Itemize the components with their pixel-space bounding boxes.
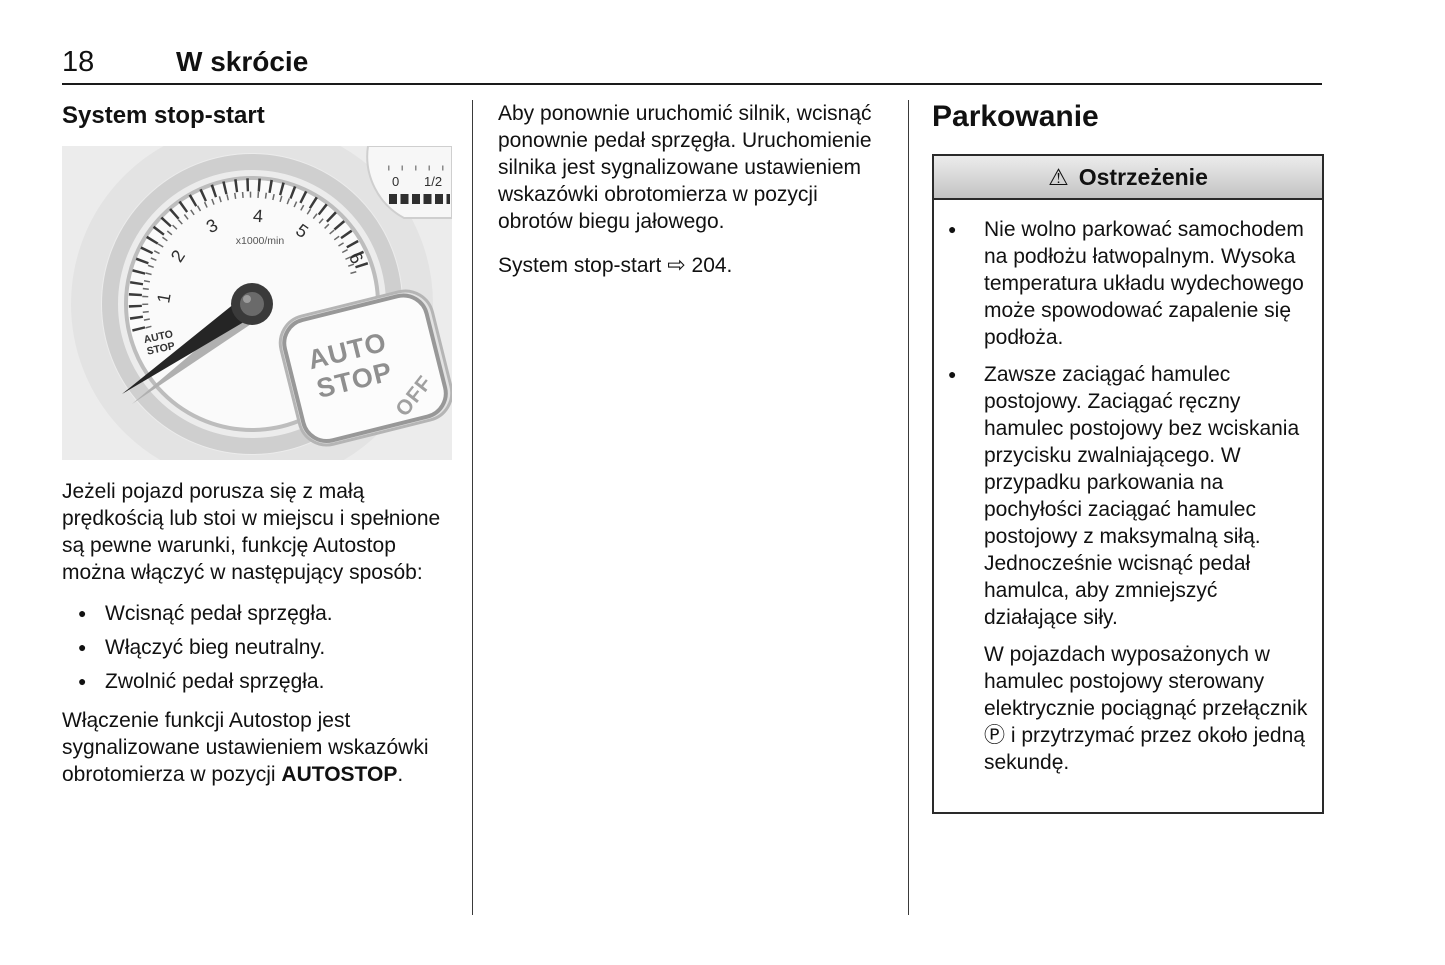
major-tick-ring — [128, 178, 371, 332]
needle-hub-highlight — [243, 295, 251, 303]
bullet-icon: ● — [78, 639, 87, 655]
autostop-button-graphic: AUTO STOP OFF — [278, 289, 452, 447]
page-ref-arrow-icon: ⇨ — [667, 252, 686, 277]
fuel-zero-label: 0 — [392, 174, 399, 189]
paragraph-text: i przytrzymać przez około jedną sekundę. — [984, 724, 1305, 774]
autostop-bold: AUTOSTOP — [281, 763, 398, 786]
list-item: ● Zwolnić pedał sprzęgła. — [62, 668, 454, 695]
bullet-text: Wcisnąć pedał sprzęgła. — [105, 602, 333, 625]
minor-tick-ring — [142, 191, 358, 329]
warning-icon: ⚠ — [1048, 163, 1069, 190]
fuel-half-label: 1/2 — [424, 174, 442, 189]
scale-unit-label: x1000/min — [236, 235, 285, 247]
bullet-icon: ● — [78, 673, 87, 689]
paragraph-text: . — [397, 763, 404, 786]
tachometer-illustration: 0 1/2 1 2 3 4 5 6 x1000/min AUTO STOP — [62, 146, 452, 460]
column-middle: Aby ponownie uruchomić silnik, wcisnąć p… — [498, 100, 884, 293]
paragraph-text: W pojazdach wyposażonych w hamulec posto… — [984, 643, 1308, 720]
bullet-icon: ● — [948, 221, 957, 237]
list-item: ● Włączyć bieg neutralny. — [62, 634, 454, 661]
parking-brake-switch-icon: Ⓟ — [984, 724, 1005, 747]
warning-box: ⚠ Ostrzeżenie ● Nie wolno parkować samoc… — [932, 154, 1324, 814]
column-left: System stop-start 0 1/2 1 2 3 — [62, 100, 454, 802]
paragraph-autostop-signal: Włączenie funkcji Autostop jest sygnaliz… — [62, 707, 454, 788]
warning-paragraph-text: W pojazdach wyposażonych w hamulec posto… — [984, 641, 1312, 776]
section-heading-stop-start: System stop-start — [62, 102, 265, 129]
tachometer-figure: 0 1/2 1 2 3 4 5 6 x1000/min AUTO STOP — [62, 146, 452, 460]
paragraph-text: Włączenie funkcji Autostop jest sygnaliz… — [62, 709, 429, 786]
bullet-icon: ● — [948, 366, 957, 382]
warning-header: ⚠ Ostrzeżenie — [934, 156, 1322, 200]
warning-title: Ostrzeżenie — [1078, 163, 1208, 190]
dial-number-1: 1 — [153, 291, 174, 304]
column-divider-left — [472, 100, 473, 915]
bullet-spacer — [934, 641, 984, 776]
warning-list-item: ● Nie wolno parkować samochodem na podło… — [934, 216, 1312, 351]
page-section-title: W skrócie — [176, 46, 309, 77]
bullet-text: Włączyć bieg neutralny. — [105, 636, 326, 659]
autostop-steps-list: ● Wcisnąć pedał sprzęgła. ● Włączyć bieg… — [62, 600, 454, 695]
dial-number-4: 4 — [252, 206, 263, 227]
header-rule — [62, 83, 1322, 85]
needle-hub-cap — [240, 292, 264, 316]
warning-list-item: ● Zawsze zaciągać hamulec postojowy. Zac… — [934, 361, 1312, 631]
page-reference-number: 204. — [691, 254, 733, 277]
column-divider-right — [908, 100, 909, 915]
list-item: ● Wcisnąć pedał sprzęgła. — [62, 600, 454, 627]
paragraph-restart-engine: Aby ponownie uruchomić silnik, wcisnąć p… — [498, 102, 872, 233]
warning-bullet-text: Nie wolno parkować samochodem na podłożu… — [984, 218, 1304, 349]
column-right: Parkowanie ⚠ Ostrzeżenie ● Nie wolno par… — [932, 100, 1324, 814]
warning-body: ● Nie wolno parkować samochodem na podło… — [934, 200, 1322, 812]
fuel-gauge-corner: 0 1/2 — [366, 146, 452, 219]
autostop-zone-line2: STOP — [146, 340, 176, 358]
needle — [122, 295, 259, 394]
paragraph-autostop-intro: Jeżeli pojazd porusza się z małą prędkoś… — [62, 480, 441, 584]
warning-bullet-text: Zawsze zaciągać hamulec postojowy. Zacią… — [984, 363, 1300, 629]
section-heading-parking: Parkowanie — [932, 100, 1099, 133]
bullet-icon: ● — [78, 605, 87, 621]
page-reference: System stop-start ⇨ 204. — [498, 251, 884, 279]
page-number: 18 — [62, 46, 95, 78]
autostop-zone-label: AUTO STOP — [143, 328, 176, 358]
warning-paragraph: W pojazdach wyposażonych w hamulec posto… — [934, 641, 1312, 776]
bullet-text: Zwolnić pedał sprzęgła. — [105, 670, 325, 693]
page-reference-label: System stop-start — [498, 254, 662, 277]
